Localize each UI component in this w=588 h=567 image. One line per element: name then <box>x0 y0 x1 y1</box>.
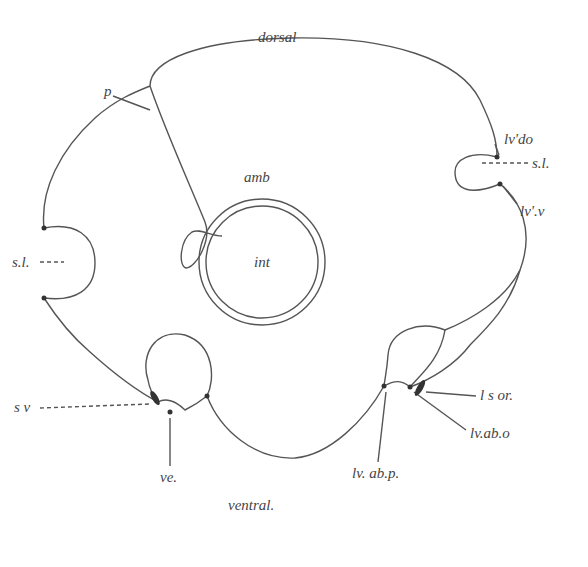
part-label: lv. ab.p. <box>352 466 399 481</box>
part-label: amb <box>244 170 270 185</box>
organ-label: int <box>254 255 270 270</box>
ring <box>206 206 318 318</box>
intestine-circle: int <box>197 197 327 327</box>
part-label: lv'do <box>504 132 533 147</box>
part-label: p <box>104 84 112 99</box>
orientation-label: dorsal <box>258 30 296 45</box>
part-label: lv.ab.o <box>470 426 510 441</box>
part-label: s.l. <box>12 255 30 270</box>
orientation-label: ventral. <box>228 498 274 513</box>
part-label: s.l. <box>532 156 550 171</box>
part-label: lv'.v <box>520 204 544 219</box>
part-label: l s or. <box>480 388 513 403</box>
ring <box>199 199 325 325</box>
part-label: s v <box>14 400 30 415</box>
part-label: ve. <box>160 470 177 485</box>
